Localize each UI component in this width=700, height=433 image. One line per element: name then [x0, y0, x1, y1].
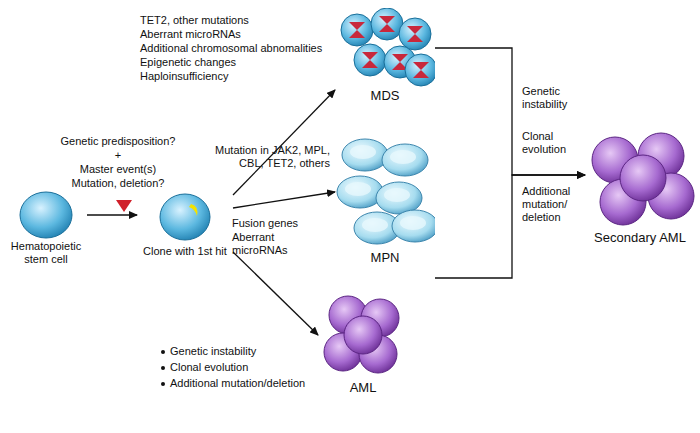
cell-illustration: [335, 130, 435, 250]
progression-arrow: [435, 175, 585, 278]
bullet-dot: [161, 382, 165, 386]
bullet-note: Genetic instability: [170, 345, 316, 358]
annotation-text: TET2, other mutations: [140, 14, 335, 27]
clone-cell: Clone with 1st hit: [137, 190, 233, 258]
cell-label: MDS: [335, 88, 435, 104]
stem-cell: Hematopoietic stem cell: [5, 190, 87, 266]
cell-illustration: [5, 190, 87, 240]
master-event-triangle: [116, 200, 132, 212]
cell-label: AML: [318, 380, 408, 396]
annotation-text: Mutation in JAK2, MPL, CBL, TET2, others: [208, 144, 330, 170]
aml-cluster: AML: [318, 290, 408, 396]
annotation-text: Fusion genes: [232, 217, 332, 230]
secondary-aml-cluster: Secondary AML: [585, 130, 695, 246]
progression-arrow: [435, 48, 585, 175]
annotation-text: Genetic predisposition?: [53, 135, 183, 148]
mpn-cluster: MPN: [335, 130, 435, 266]
annotation-text: Haploinsufficiency: [140, 70, 335, 83]
annotation-text: +: [53, 149, 183, 162]
annotation-text: Additional chromosomal abnomalities: [140, 42, 335, 55]
progression-arrow: [233, 192, 335, 208]
bullet-dot: [161, 350, 165, 354]
cell-illustration: [585, 130, 695, 230]
mds-cluster: MDS: [335, 8, 435, 104]
cell-label: Secondary AML: [585, 230, 695, 246]
progression-arrow: [233, 90, 335, 195]
bullet-note: Clonal evolution: [170, 361, 316, 374]
annotation-text: Aberrant microRNAs: [232, 231, 332, 257]
annotation-text: Master event(s): [53, 163, 183, 176]
annotation-text: Clonal evolution: [522, 130, 582, 156]
annotation-text: Mutation, deletion?: [53, 177, 183, 190]
bullet-note: Additional mutation/deletion: [170, 377, 316, 390]
cell-illustration: [335, 8, 435, 88]
annotation-text: Additional mutation/ deletion: [522, 185, 582, 225]
cell-label: Hematopoietic stem cell: [5, 240, 87, 266]
cell-label: Clone with 1st hit: [137, 245, 233, 258]
progression-arrow: [87, 214, 137, 215]
annotation-text: Aberrant microRNAs: [140, 28, 335, 41]
bullet-dot: [161, 366, 165, 370]
cell-illustration: [137, 190, 233, 245]
cell-illustration: [318, 290, 408, 380]
annotation-text: Genetic instability: [522, 85, 582, 111]
annotation-text: Epigenetic changes: [140, 56, 335, 69]
progression-arrow: [233, 252, 318, 335]
cell-label: MPN: [335, 250, 435, 266]
